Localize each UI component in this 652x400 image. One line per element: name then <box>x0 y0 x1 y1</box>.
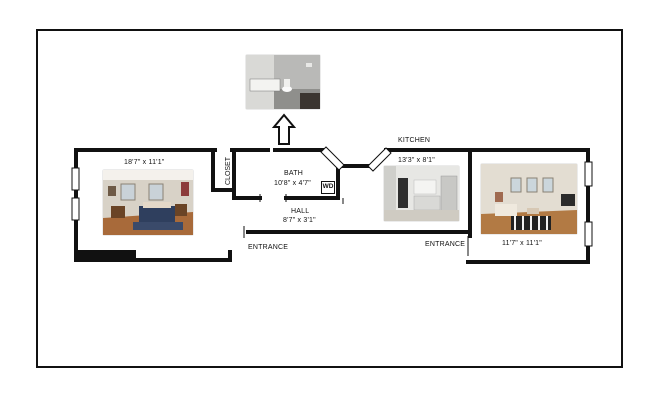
hall-dimensions: 8'7" x 3'1" <box>283 217 316 224</box>
kitchen-label: KITCHEN <box>398 137 431 144</box>
bathroom-photo <box>246 55 320 109</box>
bath-label: BATH <box>284 170 303 177</box>
living-room-photo <box>481 164 577 234</box>
bath-dimensions: 10'8" x 4'7" <box>274 180 311 187</box>
entrance-label-hall: ENTRANCE <box>248 244 289 251</box>
kitchen-photo <box>384 166 459 221</box>
hall-label: HALL <box>291 208 310 215</box>
washer-dryer-label: WD <box>321 181 335 194</box>
floorplan-frame <box>36 29 623 368</box>
bedroom-dimensions: 18'7" x 11'1" <box>124 159 165 166</box>
closet-label: CLOSET <box>225 157 232 186</box>
bedroom-photo <box>103 170 193 235</box>
living-room-dimensions: 11'7" x 11'1" <box>502 240 542 247</box>
kitchen-dimensions: 13'3" x 8'1" <box>398 157 435 164</box>
entrance-label-living: ENTRANCE <box>425 241 466 248</box>
up-arrow-icon <box>271 113 297 145</box>
